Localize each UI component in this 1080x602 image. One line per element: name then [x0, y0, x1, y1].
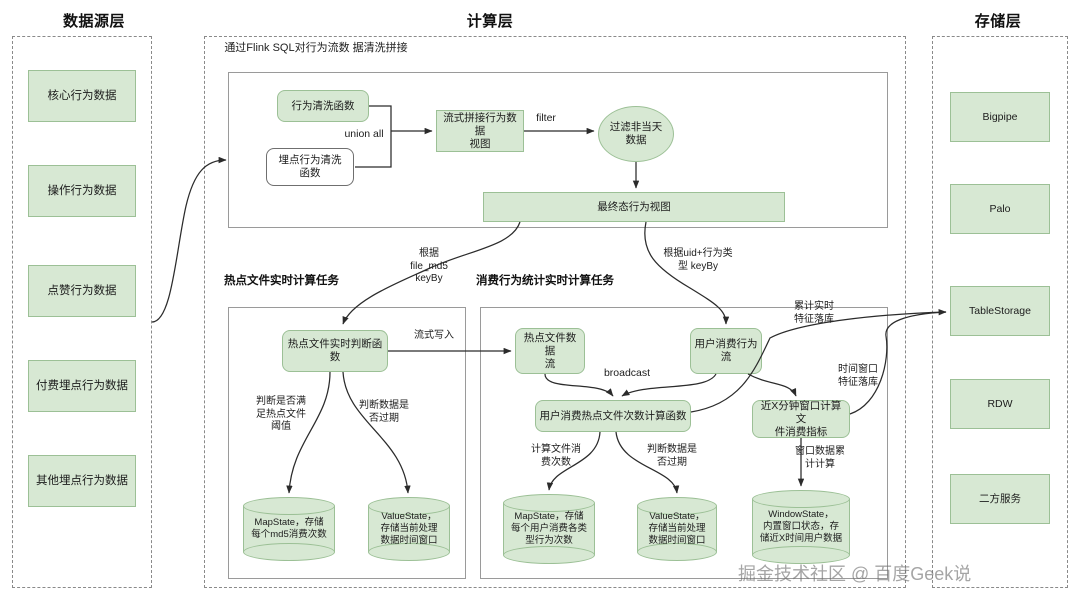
edge-label-count-files: 计算文件消 费次数 [531, 444, 581, 468]
cylinder-bottom [368, 543, 450, 561]
store-consume-mapstate[interactable]: MapState，存储 每个用户消费各类 型行为次数 [503, 494, 595, 564]
store-label: MapState，存储 每个md5消费次数 [251, 517, 327, 540]
node-hotfile-data-stream[interactable]: 热点文件数据 流 [515, 328, 585, 374]
edge-label-cumulative-sink: 累计实时 特征落库 [794, 301, 834, 325]
store-label: ValueState， 存储当前处理 数据时间窗口 [648, 511, 706, 546]
edge-label-broadcast: broadcast [603, 367, 651, 379]
store-label: MapState，存储 每个用户消费各类 型行为次数 [510, 511, 587, 546]
consume-task-title: 消费行为统计实时计算任务 [476, 275, 614, 287]
flink-section-frame [228, 72, 888, 228]
cylinder-top [243, 497, 335, 515]
node-window-metric-func[interactable]: 近X分钟窗口计算文 件消费指标 [752, 400, 850, 438]
source-item-operation[interactable]: 操作行为数据 [28, 165, 136, 217]
edge-label-uid-keyby: 根据uid+行为类 型 keyBy [663, 248, 733, 272]
source-item-like[interactable]: 点赞行为数据 [28, 265, 136, 317]
store-hotfile-valuestate[interactable]: ValueState， 存储当前处理 数据时间窗口 [368, 497, 450, 561]
cylinder-top [368, 497, 450, 515]
edge-label-union-all: union all [344, 128, 384, 140]
edge-label-filter: filter [536, 112, 556, 124]
cylinder-bottom [243, 543, 335, 561]
cylinder-bottom [637, 543, 717, 561]
flink-section-caption: 通过Flink SQL对行为流数 据清洗拼接 [224, 42, 408, 54]
source-item-other-track[interactable]: 其他埋点行为数据 [28, 455, 136, 507]
cylinder-top [503, 494, 595, 512]
storage-layer-title: 存储层 [974, 13, 1022, 30]
source-layer-frame [12, 36, 152, 588]
node-filter-today[interactable]: 过滤非当天 数据 [598, 106, 674, 162]
source-item-paid-track[interactable]: 付费埋点行为数据 [28, 360, 136, 412]
node-stream-join-view[interactable]: 流式拼接行为数据 视图 [436, 110, 524, 152]
hotfile-task-title: 热点文件实时计算任务 [224, 275, 339, 287]
source-layer-title: 数据源层 [62, 13, 125, 30]
cylinder-top [752, 490, 850, 508]
store-window-state[interactable]: WindowState， 内置窗口状态，存 储近X时间用户数据 [752, 490, 850, 564]
cylinder-bottom [503, 546, 595, 564]
watermark: 掘金技术社区 @ 百度Geek说 [738, 564, 972, 584]
store-label: WindowState， 内置窗口状态，存 储近X时间用户数据 [759, 509, 843, 544]
edge-label-window-sink: 时间窗口 特征落库 [838, 364, 878, 388]
edge-label-window-accum: 窗口数据累 计计算 [795, 446, 845, 470]
store-consume-valuestate[interactable]: ValueState， 存储当前处理 数据时间窗口 [637, 497, 717, 561]
edge-label-stream-write: 流式写入 [414, 330, 454, 341]
store-hotfile-mapstate[interactable]: MapState，存储 每个md5消费次数 [243, 497, 335, 561]
storage-item-palo[interactable]: Palo [950, 184, 1050, 234]
edge-label-hotfile-threshold: 判断是否满 足热点文件 阈值 [256, 396, 306, 432]
node-final-behavior-view[interactable]: 最终态行为视图 [483, 192, 785, 222]
node-consume-count-func[interactable]: 用户消费热点文件次数计算函数 [535, 400, 691, 432]
storage-item-tablestorage[interactable]: TableStorage [950, 286, 1050, 336]
node-track-clean-func[interactable]: 埋点行为清洗 函数 [266, 148, 354, 186]
storage-item-second-party[interactable]: 二方服务 [950, 474, 1050, 524]
storage-item-bigpipe[interactable]: Bigpipe [950, 92, 1050, 142]
store-label: ValueState， 存储当前处理 数据时间窗口 [380, 511, 438, 546]
edge-label-consume-expired: 判断数据是 否过期 [647, 444, 697, 468]
source-item-core[interactable]: 核心行为数据 [28, 70, 136, 122]
node-hotfile-judge-func[interactable]: 热点文件实时判断函 数 [282, 330, 388, 372]
edge-label-hotfile-expired: 判断数据是 否过期 [359, 400, 409, 424]
node-user-consume-stream[interactable]: 用户消费行为 流 [690, 328, 762, 374]
compute-layer-title: 计算层 [466, 13, 514, 30]
cylinder-top [637, 497, 717, 515]
node-behavior-clean-func[interactable]: 行为清洗函数 [277, 90, 369, 122]
edge-label-filemd5-keyby: 根据 file_md5 keyBy [410, 248, 448, 284]
cylinder-bottom [752, 546, 850, 564]
storage-item-rdw[interactable]: RDW [950, 379, 1050, 429]
